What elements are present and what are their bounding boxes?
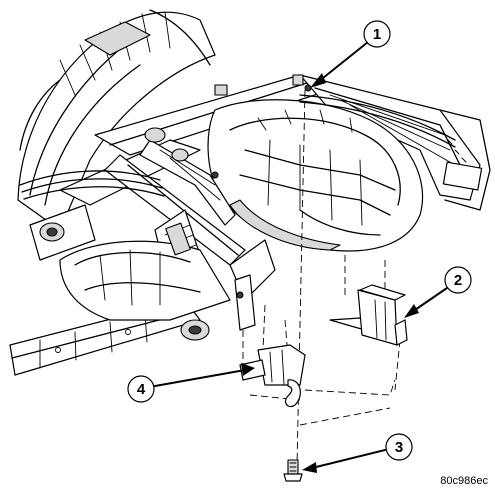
mounting-hardware [39, 74, 312, 341]
callout-1-label: 1 [373, 26, 381, 43]
callout-3-label: 3 [395, 439, 403, 456]
callout-1: 1 [310, 20, 391, 88]
lower-floor-panel [59, 240, 231, 321]
callout-3: 3 [302, 433, 413, 473]
callout-4: 4 [127, 363, 255, 403]
figure-id: 80c986ec [440, 475, 488, 487]
callout-4-label: 4 [137, 381, 146, 398]
callout-2: 2 [404, 266, 472, 318]
spare-tire-well [207, 99, 424, 252]
bolt-fastener [283, 459, 303, 482]
wheel-well-housing [17, 9, 216, 231]
bracket-right [329, 284, 408, 346]
leaf-spring [19, 94, 456, 200]
callout-2-label: 2 [454, 272, 462, 289]
assembly-guide-lines [242, 89, 401, 466]
